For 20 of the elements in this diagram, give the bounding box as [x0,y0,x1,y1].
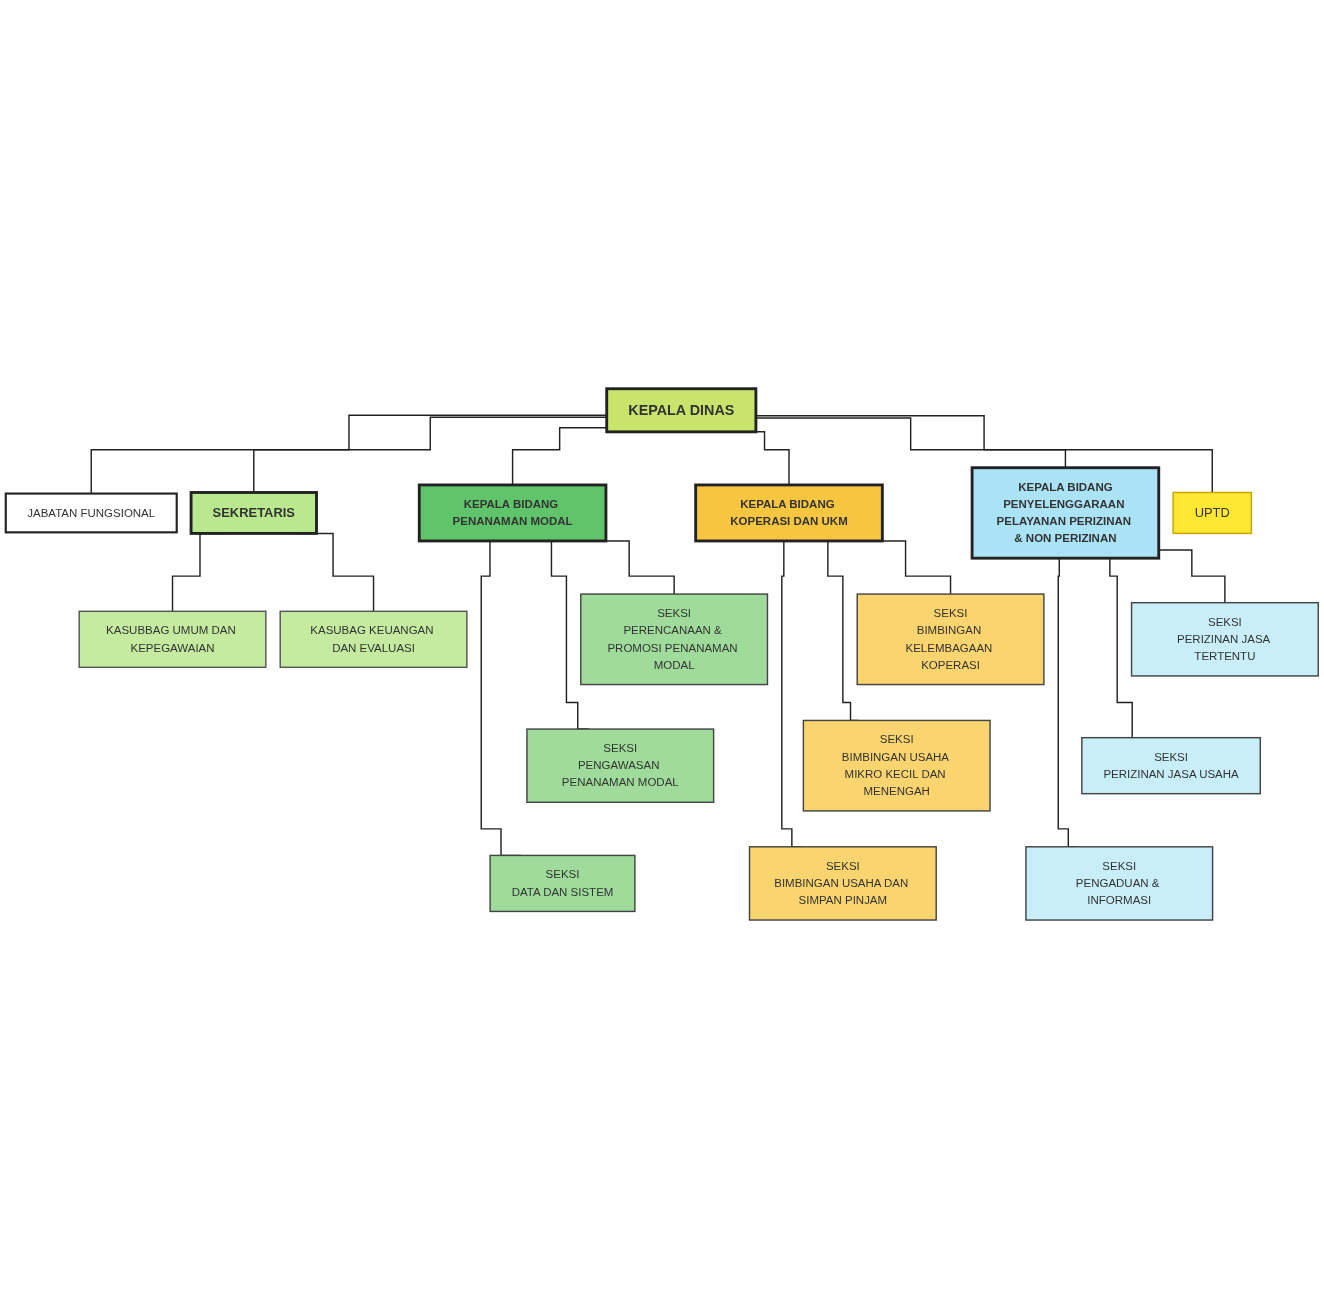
node-box: KEPALA BIDANG KOPERASI DAN UKM [694,483,884,542]
connector [1158,548,1226,604]
node-box: SEKSI PERENCANAAN & PROMOSI PENANAMAN MODAL [580,592,769,685]
node-box: KEPALA BIDANG PENYELENGGARAAN PELAYANAN PERIZINAN & NON PERIZINAN [970,465,1161,560]
node-box: SEKSI BIMBINGAN USAHA MIKRO KECIL DAN MENENGAH [802,719,991,812]
node-box: SEKSI BIMBINGAN KELEMBAGAAN KOPERASI [856,592,1045,685]
node-box: KASUBBAG UMUM DAN KEPEGAWAIAN [78,610,267,668]
node-box: KEPALA DINAS [605,386,758,433]
node-box: SEKSI PENGAWASAN PENANAMAN MODAL [526,727,715,803]
node-box: SEKRETARIS [189,490,318,535]
node-box: SEKSI PERIZINAN JASA TERTENTU [1130,601,1319,677]
node-box: UPTD [1172,491,1253,534]
node-box: SEKSI PENGADUAN & INFORMASI [1025,845,1214,921]
node-box: SEKSI DATA DAN SISTEM [489,854,636,912]
node-box: KEPALA BIDANG PENANAMAN MODAL [417,483,608,542]
node-box: JABATAN FUNGSIONAL [4,492,178,534]
node-box: KASUBAG KEUANGAN DAN EVALUASI [279,610,468,668]
node-box: SEKSI BIMBINGAN USAHA DAN SIMPAN PINJAM [748,845,937,921]
connector [755,414,1213,493]
node-box: SEKSI PERIZINAN JASA USAHA [1081,736,1261,794]
